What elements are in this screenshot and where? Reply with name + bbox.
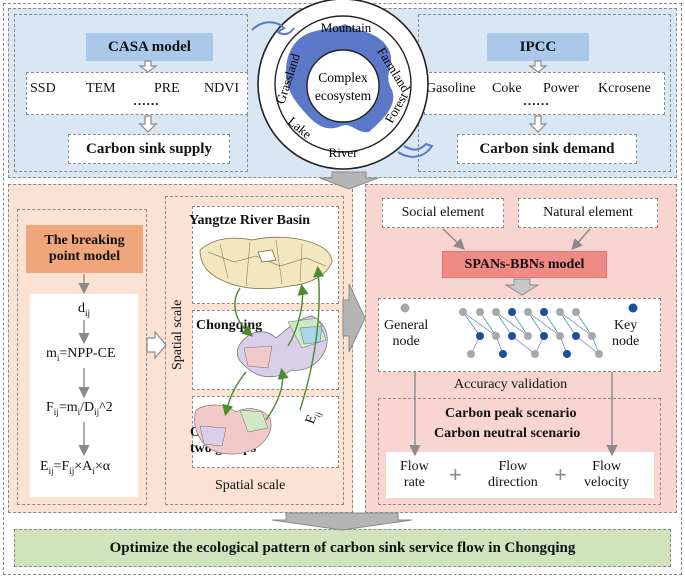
- breaking-point-title: The breaking point model: [26, 225, 143, 273]
- breaking-point-title-line2: point model: [48, 249, 121, 264]
- conclusion-box: Optimize the ecological pattern of carbo…: [14, 529, 671, 567]
- key-node-line2: node: [612, 334, 640, 350]
- plus-2: +: [554, 462, 567, 487]
- flow-velocity-line1: Flow: [592, 459, 621, 474]
- formula-f: Fij=mi/Dij^2: [46, 400, 113, 417]
- flow-direction: Flow direction: [488, 459, 538, 491]
- ipcc-factor-kcrosene: Kcrosene: [598, 81, 651, 96]
- natural-element-box: Natural element: [518, 198, 658, 228]
- ipcc-ellipsis: ……: [523, 93, 549, 108]
- general-node-label: General node: [384, 318, 428, 350]
- flow-velocity: Flow velocity: [584, 459, 629, 491]
- ipcc-factor-coke: Coke: [492, 81, 522, 96]
- casa-ellipsis: ……: [133, 93, 159, 108]
- ipcc-result: Carbon sink demand: [457, 134, 637, 164]
- social-element-box: Social element: [382, 198, 504, 228]
- scenario-box: [378, 398, 661, 505]
- formula-e: Eij=Fij×Ai×α: [40, 459, 111, 476]
- general-node-line1: General: [384, 318, 429, 333]
- flow-velocity-line2: velocity: [584, 475, 630, 491]
- scenario-neutral: Carbon neutral scenario: [434, 426, 581, 441]
- casa-factors-box: [26, 72, 248, 115]
- district-label: One district- two groups: [190, 425, 266, 457]
- casa-factor-ssd: SSD: [30, 81, 56, 96]
- formula-m: mi=NPP-CE: [46, 346, 116, 363]
- casa-factor-ndvi: NDVI: [204, 81, 239, 96]
- validation-label: Accuracy validation: [454, 377, 568, 392]
- model-title: SPANs-BBNs model: [442, 251, 607, 278]
- ipcc-factor-power: Power: [543, 81, 579, 96]
- basin-label: Yangtze River Basin: [189, 213, 311, 228]
- ipcc-title: IPCC: [487, 33, 589, 61]
- axis-vertical-label: Spatial scale: [170, 299, 185, 370]
- axis-horizontal-label: Spatial scale: [215, 478, 286, 493]
- key-node-line1: Key: [613, 318, 638, 333]
- flow-direction-line2: direction: [488, 475, 538, 491]
- district-label-line1: One district-: [190, 425, 266, 440]
- flow-rate: Flow rate: [400, 459, 429, 491]
- district-label-line2: two groups: [190, 441, 257, 457]
- key-node-label: Key node: [612, 318, 639, 350]
- formula-d: dij: [78, 301, 91, 318]
- casa-factor-pre: PRE: [154, 81, 180, 96]
- flow-row: [386, 452, 654, 498]
- ipcc-factor-gasoline: Gasoline: [426, 81, 476, 96]
- breaking-point-title-line1: The breaking: [44, 232, 125, 248]
- flow-rate-line2: rate: [403, 475, 425, 491]
- flow-direction-line1: Flow: [498, 459, 528, 474]
- city-label: Chongqing: [196, 318, 263, 333]
- scenario-peak: Carbon peak scenario: [445, 406, 577, 421]
- general-node-line2: node: [392, 334, 420, 350]
- casa-title: CASA model: [86, 33, 213, 61]
- flow-rate-line1: Flow: [400, 459, 429, 474]
- casa-result: Carbon sink supply: [68, 134, 230, 164]
- plus-1: +: [449, 462, 462, 487]
- casa-factor-tem: TEM: [86, 81, 116, 96]
